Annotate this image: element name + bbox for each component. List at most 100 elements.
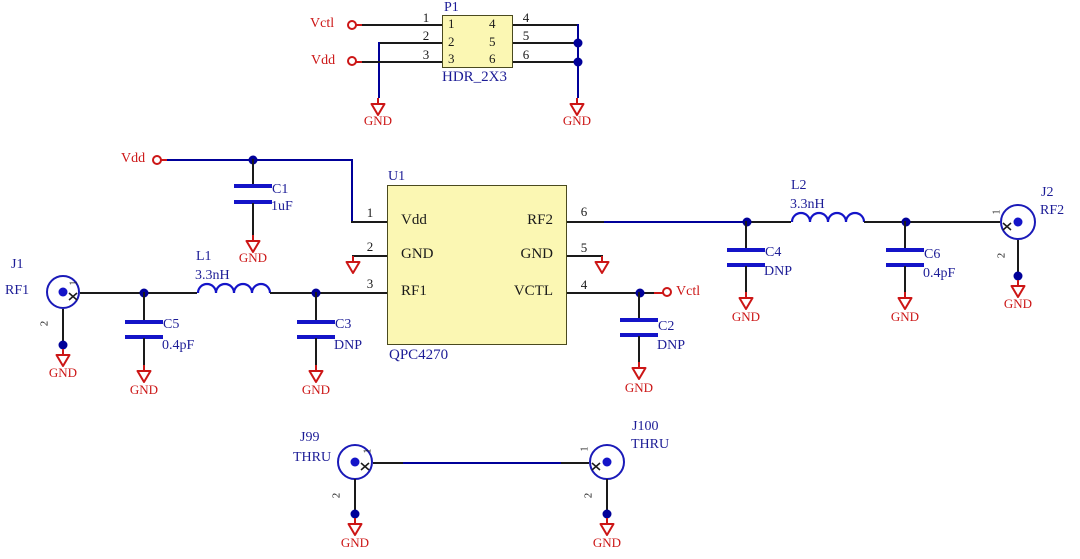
cap-plate (234, 184, 272, 188)
gnd-arrow-icon (630, 362, 648, 381)
header-refdes: P1 (444, 0, 459, 15)
header-inner-pin: 6 (489, 51, 496, 66)
l1-refdes: L1 (196, 249, 212, 264)
wire (270, 292, 387, 294)
connector-center-pin (1013, 217, 1023, 227)
chip-part-number: QPC4270 (389, 347, 449, 363)
wire (904, 266, 906, 292)
gnd-arrow-icon (135, 365, 153, 384)
l2-refdes: L2 (791, 178, 807, 193)
wire (252, 159, 254, 185)
j100-pin1-number: 1 (579, 446, 591, 452)
wire (403, 462, 561, 464)
l1-value: 3.3nH (195, 268, 230, 283)
capacitor-c3[interactable] (297, 320, 335, 340)
wire (378, 42, 442, 44)
j99-net-label: THRU (293, 450, 332, 465)
j1-pin2-number: 2 (38, 320, 51, 327)
header-pin-number: 1 (422, 10, 430, 25)
c5-refdes: C5 (163, 317, 180, 332)
connector-j2[interactable] (1000, 204, 1036, 240)
connector-pin-glyph-icon (591, 458, 601, 471)
chip-symbol-u1[interactable] (387, 185, 567, 345)
gnd-label: GND (562, 113, 592, 128)
wire (638, 336, 640, 362)
gnd-arrow-icon (737, 292, 755, 311)
chip-pin-name: Vdd (401, 212, 427, 228)
connector-j99[interactable] (337, 444, 373, 480)
capacitor-c6[interactable] (886, 248, 924, 268)
port-vdd-mid-label: Vdd (121, 151, 146, 166)
wire (745, 266, 747, 292)
c5-value: 0.4pF (162, 338, 195, 353)
gnd-label: GND (731, 309, 761, 324)
capacitor-c1[interactable] (234, 184, 272, 204)
header-inner-pin: 3 (448, 51, 455, 66)
cap-plate (727, 248, 765, 252)
gnd-label: GND (624, 380, 654, 395)
wire (638, 292, 640, 319)
gnd-arrow-icon (896, 292, 914, 311)
wire (561, 462, 589, 464)
j100-net-label: THRU (631, 437, 670, 452)
wire (167, 159, 353, 161)
wire (745, 221, 747, 249)
inductor-l2[interactable] (790, 209, 866, 228)
c3-value: DNP (334, 338, 363, 353)
j2-net-label: RF2 (1040, 203, 1065, 218)
connector-j1[interactable] (46, 275, 80, 309)
c2-refdes: C2 (658, 319, 675, 334)
chip-pin-number: 5 (580, 240, 588, 255)
wire (362, 61, 442, 63)
j1-pin1-number: 1 (68, 280, 80, 286)
wire (746, 221, 791, 223)
l2-value: 3.3nH (790, 197, 825, 212)
wire (604, 221, 746, 223)
c3-refdes: C3 (335, 317, 352, 332)
chip-pin-name: GND (520, 246, 554, 262)
wire (252, 203, 254, 235)
header-part-number: HDR_2X3 (442, 69, 508, 85)
port-vctl-top-label: Vctl (310, 16, 335, 31)
cap-plate (886, 248, 924, 252)
j100-refdes: J100 (632, 419, 659, 434)
j99-pin2-number: 2 (330, 492, 343, 499)
connector-pin-glyph-icon (1002, 218, 1012, 231)
wire (373, 462, 403, 464)
port-vdd-top-label: Vdd (311, 53, 336, 68)
connector-center-pin (58, 287, 68, 297)
cap-plate (125, 320, 163, 324)
gnd-arrow-icon (593, 256, 611, 275)
connector-center-pin (602, 457, 612, 467)
port-vctl-right[interactable] (662, 287, 672, 297)
wire (315, 338, 317, 365)
chip-pin-name: RF1 (401, 283, 427, 299)
j1-refdes: J1 (11, 257, 24, 272)
c4-refdes: C4 (765, 245, 782, 260)
gnd-arrow-icon (568, 98, 586, 117)
wire (513, 24, 577, 26)
connector-j100[interactable] (589, 444, 625, 480)
junction-dot (58, 340, 68, 350)
wire (351, 159, 353, 221)
cap-plate (620, 318, 658, 322)
header-inner-pin: 1 (448, 16, 455, 31)
j99-refdes: J99 (300, 430, 320, 445)
header-symbol-p1[interactable] (442, 15, 513, 68)
inductor-l1[interactable] (196, 280, 272, 299)
wire (351, 221, 387, 223)
capacitor-c2[interactable] (620, 318, 658, 338)
header-pin-number: 2 (422, 28, 430, 43)
capacitor-c5[interactable] (125, 320, 163, 340)
wire (352, 255, 387, 257)
capacitor-c4[interactable] (727, 248, 765, 268)
connector-center-pin (350, 457, 360, 467)
chip-pin-number: 4 (580, 277, 588, 292)
wire (378, 42, 380, 98)
c6-value: 0.4pF (923, 266, 956, 281)
gnd-label: GND (592, 535, 622, 550)
cap-plate (297, 320, 335, 324)
junction-dot (1013, 271, 1023, 281)
gnd-label: GND (890, 309, 920, 324)
